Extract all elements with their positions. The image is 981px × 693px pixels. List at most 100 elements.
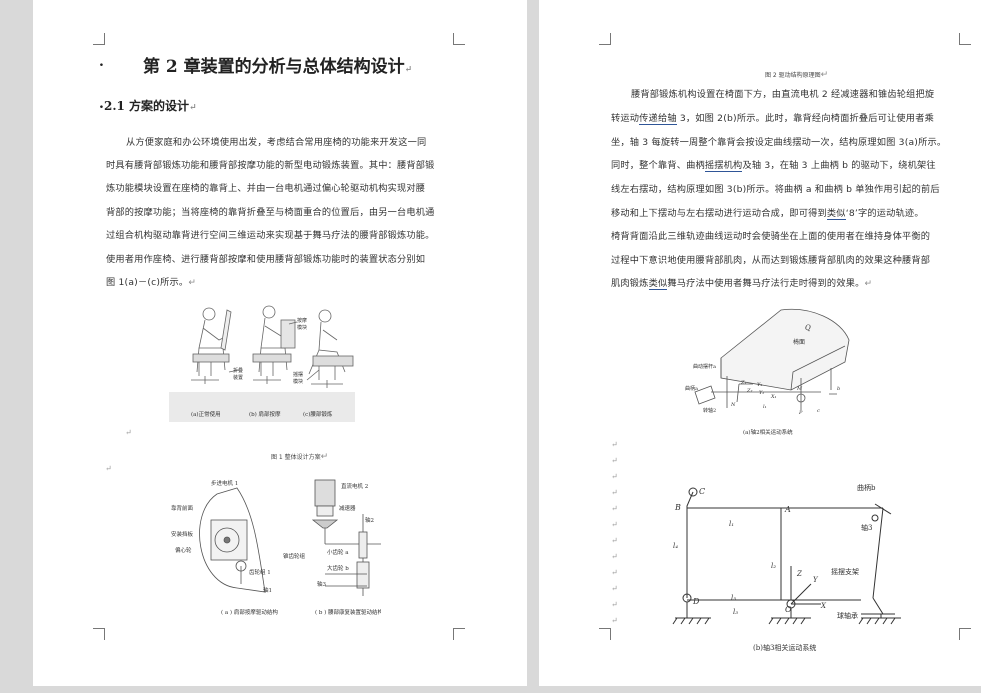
paragraph-mark: ↵	[611, 456, 618, 465]
body-line[interactable]: 移动和上下摆动与左右摆动进行运动合成，即可得到类似‘8’字的运动轨迹。	[611, 208, 924, 220]
body-line[interactable]: 同时，整个靠背、曲柄摇摆机构及轴 3，在轴 3 上曲柄 b 的驱动下，绕机架往	[611, 160, 936, 172]
crop-mark	[599, 33, 611, 45]
figure2-label: 直流电机 2	[341, 482, 368, 490]
crop-mark	[959, 628, 971, 640]
body-line[interactable]: 转运动传递给轴 3，如图 2(b)所示。此时，靠背经向椅面折叠后可让使用者乘	[611, 113, 934, 125]
figure3b-label: D	[692, 597, 700, 606]
figure3b-label: l₄	[673, 542, 678, 550]
figure3b-label: l₁	[729, 520, 734, 528]
figure3a-label: 椅面	[793, 338, 805, 346]
body-line[interactable]: 图 1(a)－(c)所示。↵	[106, 277, 197, 288]
body-line[interactable]: 过程中下意识地使用腰背部肌肉，从而达到锻炼腰背部肌肉的效果这种腰背部	[611, 255, 931, 266]
paragraph-mark: ↵	[611, 584, 618, 593]
body-line[interactable]: 从方便家庭和办公环境使用出发，考虑结合常用座椅的功能来开发这一同	[126, 137, 427, 148]
figure3a-label: Z₂	[746, 388, 752, 394]
figure2-illustration: 步进电机 1 靠背前面 安装挡板 偏心轮 齿轮组 1 轴1 直流电机 2 减速器…	[171, 479, 381, 616]
body-line[interactable]: 使用者用作座椅、进行腰背部按摩和使用腰背部锻炼功能时的装置状态分别如	[106, 254, 426, 265]
figure2-label: 偏心轮	[175, 546, 192, 554]
figure3b-label: Y	[813, 576, 819, 584]
body-line[interactable]: 椅背背面沿此三维轨迹曲线运动时会使骑坐在上面的使用者在维持身体平衡的	[611, 231, 931, 242]
paragraph-mark: ↵	[611, 552, 618, 561]
figure3b-label: Z	[796, 570, 802, 578]
paragraph-mark: ↵	[611, 520, 618, 529]
figure2-label: 齿轮组 1	[249, 568, 271, 576]
crop-mark	[959, 33, 971, 45]
figure3b-label: l₅	[731, 594, 736, 602]
figure3a-label: 曲柄a	[685, 385, 698, 392]
figure2-subcaption: ( b ) 腰部康复装置驱动结构	[315, 608, 381, 616]
paragraph-mark: ↵	[611, 536, 618, 545]
paragraph-mark: ↵	[105, 464, 112, 473]
crop-mark	[453, 628, 465, 640]
paragraph-bullet: .	[99, 96, 104, 112]
paragraph-mark: ↵	[611, 488, 618, 497]
figure1-label: 模块	[297, 324, 307, 331]
figure1-label: 模块	[293, 378, 303, 385]
figure3a-label: b	[837, 386, 840, 392]
figure3b-label: 球轴承	[837, 611, 858, 620]
body-line[interactable]: 肌肉锻炼类似舞马疗法中使用者舞马疗法行走时得到的效果。↵	[611, 278, 873, 290]
figure2-subcaption: ( a ) 肩部按摩驱动结构	[221, 608, 278, 616]
figure3b-illustration: C A B l₁ l₂ l₃ l₄ l₅ 曲柄b 轴3 摇摆支架 Z Y X D…	[672, 483, 901, 652]
figure3b-label: X	[820, 602, 827, 610]
body-line[interactable]: 腰背部锻炼机构设置在椅面下方，由直流电机 2 经减速器和锥齿轮组把旋	[631, 89, 935, 100]
figure3a-label: M	[796, 386, 803, 392]
paragraph-mark: ↵	[611, 600, 618, 609]
figure3b-label: C	[699, 487, 705, 496]
figure3a-illustration: Q 椅面 曲动摆杆a 曲柄a 转轴2 Z₁ Y₁ Z₂ Y₂ X₁ N l₁ M…	[685, 308, 850, 436]
figure2-label: 大齿轮 b	[327, 564, 349, 572]
figure2-caption[interactable]: 图 2 驱动结构原理图↵	[765, 70, 829, 80]
figure1-subcaption: (b) 肩部按摩	[249, 410, 281, 418]
figure3b-label: 摇摆支架	[831, 567, 859, 576]
figure3a-label: 曲动摆杆a	[693, 363, 716, 370]
figure1-label: 摇摆	[293, 371, 303, 378]
figure3a-label: 转轴2	[703, 407, 716, 414]
figure3a-label: X₁	[770, 394, 777, 400]
figure2-label: 步进电机 1	[211, 479, 238, 487]
paragraph-mark: ↵	[611, 472, 618, 481]
body-line[interactable]: 时具有腰背部锻炼功能和腰背部按摩功能的新型电动锻炼装置。其中：腰背部锻	[106, 160, 435, 171]
figure3a-label: c	[817, 408, 820, 414]
figure2-label: 轴1	[263, 586, 272, 594]
figure-head	[202, 307, 216, 321]
figure1-subcaption: (c)腰部锻炼	[303, 410, 333, 418]
figure3a-label: l₁	[763, 404, 767, 410]
body-line[interactable]: 过组合机构驱动靠背进行空间三维运动来实现基于舞马疗法的腰背部锻炼功能。	[106, 230, 435, 241]
crop-mark	[93, 33, 105, 45]
section-title[interactable]: 2.1 方案的设计↵	[104, 99, 197, 113]
paragraph-mark: ↵	[611, 504, 618, 513]
figure1-label: 折叠	[233, 367, 243, 374]
figure2-label: 小齿轮 a	[327, 548, 349, 556]
crop-mark	[453, 33, 465, 45]
crop-mark	[93, 628, 105, 640]
body-line[interactable]: 线左右摆动，结构原理如图 3(b)所示。将曲柄 a 和曲柄 b 单独作用引起的前…	[611, 184, 940, 195]
left-document-page: . 第 2 章装置的分析与总体结构设计↵ . 2.1 方案的设计↵ 从方便家庭和…	[33, 0, 527, 686]
figure2-label: 轴3	[317, 580, 327, 588]
paragraph-mark: ↵	[611, 440, 618, 449]
figure1-caption[interactable]: 图 1 整体设计方案↵	[271, 452, 329, 462]
figure3b-label: A	[784, 505, 791, 514]
figure3a-label: Y₁	[757, 382, 762, 388]
figure3b-label: 轴3	[861, 523, 872, 532]
figure2-label: 轴2	[365, 516, 374, 524]
figure3b-caption: (b)轴3相关运动系统	[753, 643, 816, 652]
figure1-label: 按摩	[297, 317, 307, 324]
crop-mark	[599, 628, 611, 640]
figure3a-caption: (a)轴2相关运动系统	[743, 428, 793, 436]
body-line[interactable]: 炼功能模块设置在座椅的靠背上、并由一台电机通过偏心轮驱动机构实现对腰	[106, 183, 426, 194]
body-line[interactable]: 坐，轴 3 每旋转一周整个靠背会按设定曲线摆动一次，结构原理如图 3(a)所示。	[611, 137, 947, 148]
figure3a-label: P	[798, 410, 803, 416]
figure3a-label: Y₂	[759, 390, 764, 396]
paragraph-mark: ↵	[611, 568, 618, 577]
figure1-subcaption: (a)正常使用	[191, 410, 221, 418]
paragraph-bullet: .	[99, 54, 104, 70]
figure3a-label: Q	[805, 324, 811, 332]
figure3a-label: Z₁	[740, 380, 746, 386]
right-document-page: 图 2 驱动结构原理图↵ 腰背部锻炼机构设置在椅面下方，由直流电机 2 经减速器…	[539, 0, 981, 686]
chapter-title[interactable]: 第 2 章装置的分析与总体结构设计↵	[143, 57, 413, 77]
figure2-label: 锥齿轮组	[283, 552, 306, 560]
figure3a-label: N	[730, 402, 736, 408]
figure2-label: 减速器	[339, 504, 356, 512]
body-line[interactable]: 背部的按摩功能；当将座椅的靠背折叠至与椅面重合的位置后，由另一台电机通	[106, 207, 435, 218]
paragraph-mark: ↵	[611, 616, 618, 625]
